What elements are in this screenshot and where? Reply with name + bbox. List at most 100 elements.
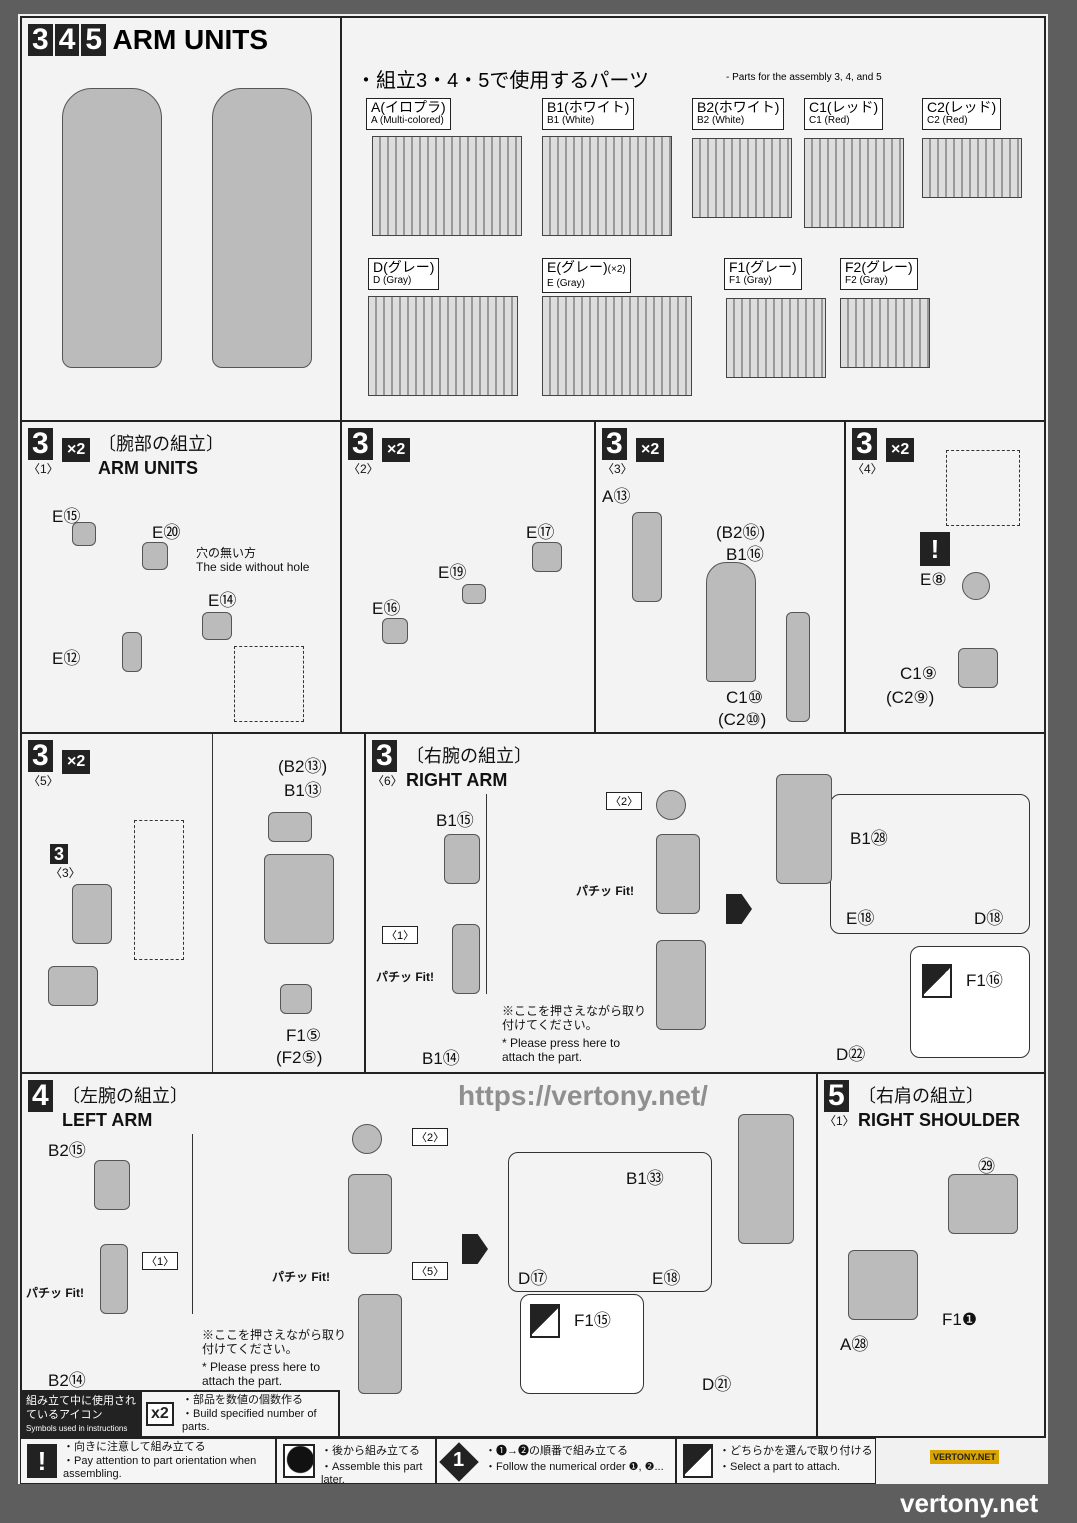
step-title-en: RIGHT SHOULDER — [858, 1110, 1020, 1130]
part-label: (B2⑬) — [278, 757, 328, 776]
note-en: * Please press here to attach the part. — [502, 1036, 621, 1064]
step-3-1-panel: 3 ×2 〈1〉 〔腕部の組立〕 ARM UNITS E⑮ E⑳ E⑭ E⑫ 穴… — [20, 420, 342, 734]
page-title: ARM UNITS — [112, 24, 269, 55]
step-title-jp: 〔右肩の組立〕 — [858, 1086, 984, 1106]
runner-c1 — [804, 138, 904, 228]
part-label: F1⑯ — [966, 971, 1003, 990]
legend-text-en: ・Pay attention to part orientation when … — [63, 1455, 257, 1480]
runner-label-f2: F2(グレー)F2 (Gray) — [840, 258, 918, 290]
part-illustration — [656, 834, 700, 914]
step-number: 3 — [602, 428, 627, 460]
part-illustration — [358, 1294, 402, 1394]
step-title-en: LEFT ARM — [62, 1110, 153, 1130]
part-label: D㉒ — [836, 1045, 866, 1064]
step-number: 5 — [81, 24, 107, 56]
part-label: E⑭ — [208, 591, 237, 610]
reference-substep: 〈3〉 — [50, 866, 81, 880]
step-title-jp: 〔腕部の組立〕 — [98, 434, 224, 454]
substep-number: 〈1〉 — [824, 1114, 855, 1128]
part-label: E⑱ — [652, 1269, 681, 1288]
part-illustration — [786, 612, 810, 722]
x2-icon: x2 — [146, 1402, 174, 1426]
watermark: vertony.net — [900, 1488, 1039, 1518]
runner-c2 — [922, 138, 1022, 198]
part-label: B1⑬ — [284, 781, 322, 800]
part-label: E⑳ — [152, 523, 181, 542]
part-label: (C2⑨) — [886, 688, 935, 707]
part-illustration — [848, 1250, 918, 1320]
part-illustration — [142, 542, 168, 570]
part-illustration — [122, 632, 142, 672]
fit-indicator: パチッ Fit! — [26, 1286, 84, 1300]
step-4-panel: 4 〔左腕の組立〕 LEFT ARM B2⑮ B2⑭ B1㉝ D⑰ E⑱ F1⑮… — [20, 1072, 818, 1438]
legend-text-en: ・Build specified number of parts. — [182, 1408, 317, 1433]
runner-label-b1: B1(ホワイト)B1 (White) — [542, 98, 635, 130]
part-illustration — [382, 618, 408, 644]
part-illustration — [958, 648, 998, 688]
legend-title-en: Symbols used in instructions — [26, 1424, 128, 1433]
substep-number: 〈6〉 — [372, 774, 403, 788]
part-illustration — [100, 1244, 128, 1314]
part-label: B1㉝ — [626, 1169, 664, 1188]
part-label: B2⑮ — [48, 1141, 86, 1160]
runner-label-e: E(グレー)(×2)E (Gray) — [542, 258, 631, 293]
part-illustration — [264, 854, 334, 944]
legend-text-en: ・Follow the numerical order ❶, ❷... — [485, 1461, 664, 1473]
note-jp: ※ここを押さえながら取り付けてください。 — [202, 1328, 347, 1356]
part-illustration — [462, 584, 486, 604]
select-part-icon — [683, 1444, 713, 1478]
legend-item-orientation: ! ・向きに注意して組み立てる ・Pay attention to part o… — [20, 1438, 276, 1484]
divider — [212, 734, 213, 1074]
part-illustration — [656, 790, 686, 820]
step-title-jp: 〔左腕の組立〕 — [62, 1086, 188, 1106]
legend-title-jp: 組み立て中に使用されているアイコン — [26, 1395, 136, 1421]
part-illustration — [280, 984, 312, 1014]
legend-text-jp: ・向きに注意して組み立てる — [63, 1441, 206, 1453]
fit-indicator: パチッ Fit! — [576, 884, 634, 898]
reference-substep: 〈2〉 — [412, 1128, 449, 1146]
part-label: (F2⑤) — [276, 1048, 323, 1067]
parts-heading: ・組立3・4・5で使用するパーツ — [356, 70, 649, 92]
note-jp: 穴の無い方 — [196, 546, 257, 560]
reference-step: 3 — [50, 844, 69, 864]
step-3-3-panel: 3 ×2 〈3〉 A⑬ (B2⑯) B1⑯ C1⑩ (C2⑩) — [594, 420, 846, 734]
legend-header: 組み立て中に使用されているアイコン Symbols used in instru… — [20, 1390, 340, 1438]
step-number: 5 — [824, 1080, 849, 1112]
option-box — [910, 946, 1030, 1058]
divider — [192, 1134, 193, 1314]
substep-number: 〈4〉 — [852, 462, 883, 476]
part-illustration — [632, 512, 662, 602]
detail-box — [508, 1152, 712, 1292]
number-order-icon-digit: 1 — [453, 1449, 465, 1471]
legend-text-jp: ・部品を数値の個数作る — [182, 1394, 303, 1406]
step-number: 3 — [372, 740, 397, 772]
step-3-2-panel: 3 ×2 〈2〉 E⑰ E⑲ E⑯ — [340, 420, 596, 734]
part-illustration — [352, 1124, 382, 1154]
part-label: B1⑮ — [436, 811, 474, 830]
part-label: E⑰ — [526, 523, 555, 542]
legend-item-order: 1 ・❶→❷の順番で組み立てる ・Follow the numerical or… — [436, 1438, 676, 1484]
reference-substep: 〈1〉 — [382, 926, 419, 944]
step-3-5-panel: 3 ×2 〈5〉 (B2⑬) B1⑬ F1⑤ (F2⑤) 3 〈3〉 — [20, 732, 366, 1074]
reference-substep: 〈5〉 — [412, 1262, 449, 1280]
substep-number: 〈5〉 — [28, 774, 59, 788]
runner-b1 — [542, 136, 672, 236]
fit-indicator: パチッ Fit! — [376, 970, 434, 984]
part-illustration — [72, 522, 96, 546]
legend-text-en: ・Assemble this part later. — [321, 1461, 423, 1486]
part-illustration — [94, 1160, 130, 1210]
legend-text-jp: ・後から組み立てる — [321, 1445, 420, 1457]
part-illustration — [656, 940, 706, 1030]
step-title-jp: 〔右腕の組立〕 — [406, 746, 532, 766]
part-label: F1⑮ — [574, 1311, 611, 1330]
legend-text-jp: ・❶→❷の順番で組み立てる — [485, 1445, 628, 1457]
reference-substep: 〈1〉 — [142, 1252, 179, 1270]
select-part-icon — [530, 1304, 560, 1338]
part-label: B2⑭ — [48, 1371, 86, 1390]
step-number: 3 — [348, 428, 373, 460]
part-label: B1㉘ — [850, 829, 888, 848]
fit-indicator: パチッ Fit! — [272, 1270, 330, 1284]
legend-text-jp: ・どちらかを選んで取り付ける — [719, 1445, 873, 1457]
